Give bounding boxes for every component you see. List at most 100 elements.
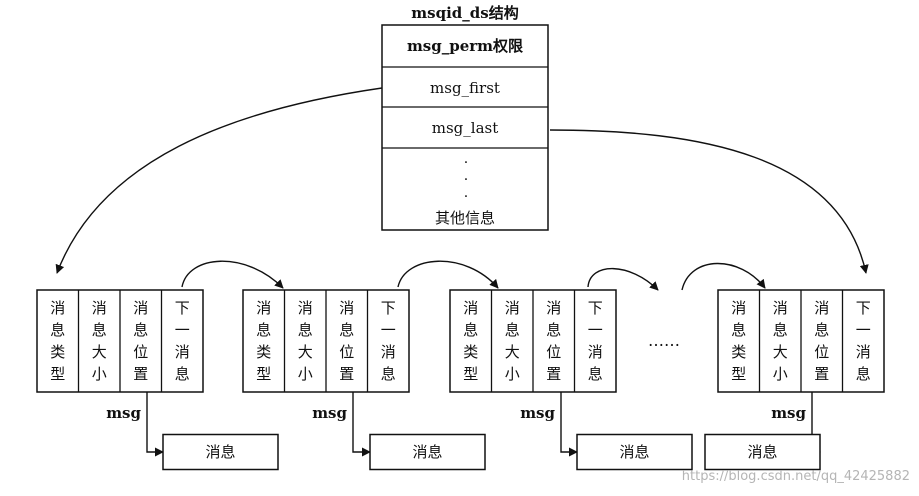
node-cell-char: 息	[463, 321, 478, 339]
watermark: https://blog.csdn.net/qq_42425882	[682, 469, 910, 484]
msg-pointer-arrow	[352, 392, 371, 457]
next-link-arrow	[397, 260, 499, 289]
msqid-struct: msg_perm权限 msg_first msg_last . . . 其他信息	[381, 24, 549, 231]
message-nodes: 消息类型消息大小消息位置下一消息msg消息消息类型消息大小消息位置下一消息msg…	[36, 289, 885, 471]
msg-pointer-label: msg	[106, 404, 141, 422]
node-cell-char: 消	[339, 299, 354, 317]
node-cell-char: 位	[546, 343, 561, 361]
node-cell-char: 小	[773, 365, 788, 383]
msg-pointer-arrow	[146, 392, 164, 457]
msg-first-pointer-arrow	[55, 87, 383, 274]
msg-pointer-arrow	[560, 392, 578, 457]
node-cell-char: 消	[256, 299, 271, 317]
message-body-box	[704, 433, 821, 471]
node-cell-char: 消	[381, 343, 396, 361]
message-body-label: 消息	[205, 443, 235, 461]
ellipsis: ……	[648, 331, 680, 350]
node-cell-char: 类	[463, 343, 478, 361]
node-cell-char: 息	[133, 321, 148, 339]
msg-pointer-label: msg	[771, 404, 806, 422]
node-cell-char: 息	[381, 365, 396, 383]
node-cell-char: 类	[50, 343, 65, 361]
node-cell-char: 息	[856, 365, 871, 383]
node-cell-char: 息	[773, 321, 788, 339]
node-cell-char: 一	[381, 321, 396, 339]
node-cell-char: 大	[505, 343, 520, 361]
node-cell-char: 消	[588, 343, 603, 361]
node-cell-char: 小	[298, 365, 313, 383]
node-cell-char: 消	[546, 299, 561, 317]
node-cell-char: 小	[505, 365, 520, 383]
field-other-info: 其他信息	[435, 209, 495, 227]
node-cell-char: 一	[588, 321, 603, 339]
node-cell-char: 消	[175, 343, 190, 361]
node-cell-char: 下	[856, 299, 871, 317]
node-cell-char: 大	[92, 343, 107, 361]
message-body-box	[576, 433, 693, 471]
node-cell-char: 消	[731, 299, 746, 317]
struct-dot: .	[464, 151, 468, 167]
field-msg-first: msg_first	[430, 79, 500, 97]
node-cell-char: 消	[50, 299, 65, 317]
node-cell-char: 大	[298, 343, 313, 361]
node-cell-char: 消	[298, 299, 313, 317]
struct-dot: .	[464, 168, 468, 184]
node-cell-char: 息	[731, 321, 746, 339]
msqid-title: msqid_ds结构	[411, 4, 518, 22]
node-cell-char: 消	[856, 343, 871, 361]
msg-pointer-label: msg	[312, 404, 347, 422]
field-msg-last: msg_last	[432, 119, 499, 137]
node-cell-char: 下	[175, 299, 190, 317]
node-cell-char: 息	[50, 321, 65, 339]
node-cell-char: 息	[92, 321, 107, 339]
node-cell-char: 型	[50, 365, 65, 383]
node-cell-char: 位	[814, 343, 829, 361]
struct-dot: .	[464, 185, 468, 201]
node-cell-char: 大	[773, 343, 788, 361]
node-cell-char: 一	[175, 321, 190, 339]
node-cell-char: 消	[505, 299, 520, 317]
node-cell-char: 位	[133, 343, 148, 361]
node-cell-char: 消	[814, 299, 829, 317]
node-cell-char: 息	[339, 321, 354, 339]
node-cell-char: 置	[814, 365, 829, 383]
node-cell-char: 消	[92, 299, 107, 317]
node-cell-char: 息	[298, 321, 313, 339]
next-link-arrow	[587, 267, 659, 291]
node-cell-char: 型	[463, 365, 478, 383]
node-cell-char: 型	[731, 365, 746, 383]
next-link-arrow	[681, 262, 766, 291]
node-cell-char: 置	[546, 365, 561, 383]
node-cell-char: 消	[463, 299, 478, 317]
node-cell-char: 下	[381, 299, 396, 317]
message-body-label: 消息	[412, 443, 442, 461]
node-cell-char: 下	[588, 299, 603, 317]
node-cell-char: 息	[814, 321, 829, 339]
node-cell-char: 息	[505, 321, 520, 339]
node-cell-char: 型	[256, 365, 271, 383]
message-body-box	[369, 433, 486, 471]
field-msg-perm: msg_perm权限	[407, 37, 523, 55]
message-body-box	[162, 433, 279, 471]
message-body-label: 消息	[619, 443, 649, 461]
node-cell-char: 类	[731, 343, 746, 361]
node-cell-char: 小	[92, 365, 107, 383]
node-cell-char: 置	[339, 365, 354, 383]
node-cell-char: 类	[256, 343, 271, 361]
msg-pointer-label: msg	[520, 404, 555, 422]
node-cell-char: 置	[133, 365, 148, 383]
message-body-label: 消息	[747, 443, 777, 461]
node-cell-char: 息	[175, 365, 190, 383]
next-link-arrow	[181, 260, 284, 289]
node-cell-char: 息	[546, 321, 561, 339]
node-cell-char: 消	[773, 299, 788, 317]
node-cell-char: 息	[588, 365, 603, 383]
msg-last-pointer-arrow	[549, 129, 869, 274]
node-cell-char: 息	[256, 321, 271, 339]
node-cell-char: 一	[856, 321, 871, 339]
